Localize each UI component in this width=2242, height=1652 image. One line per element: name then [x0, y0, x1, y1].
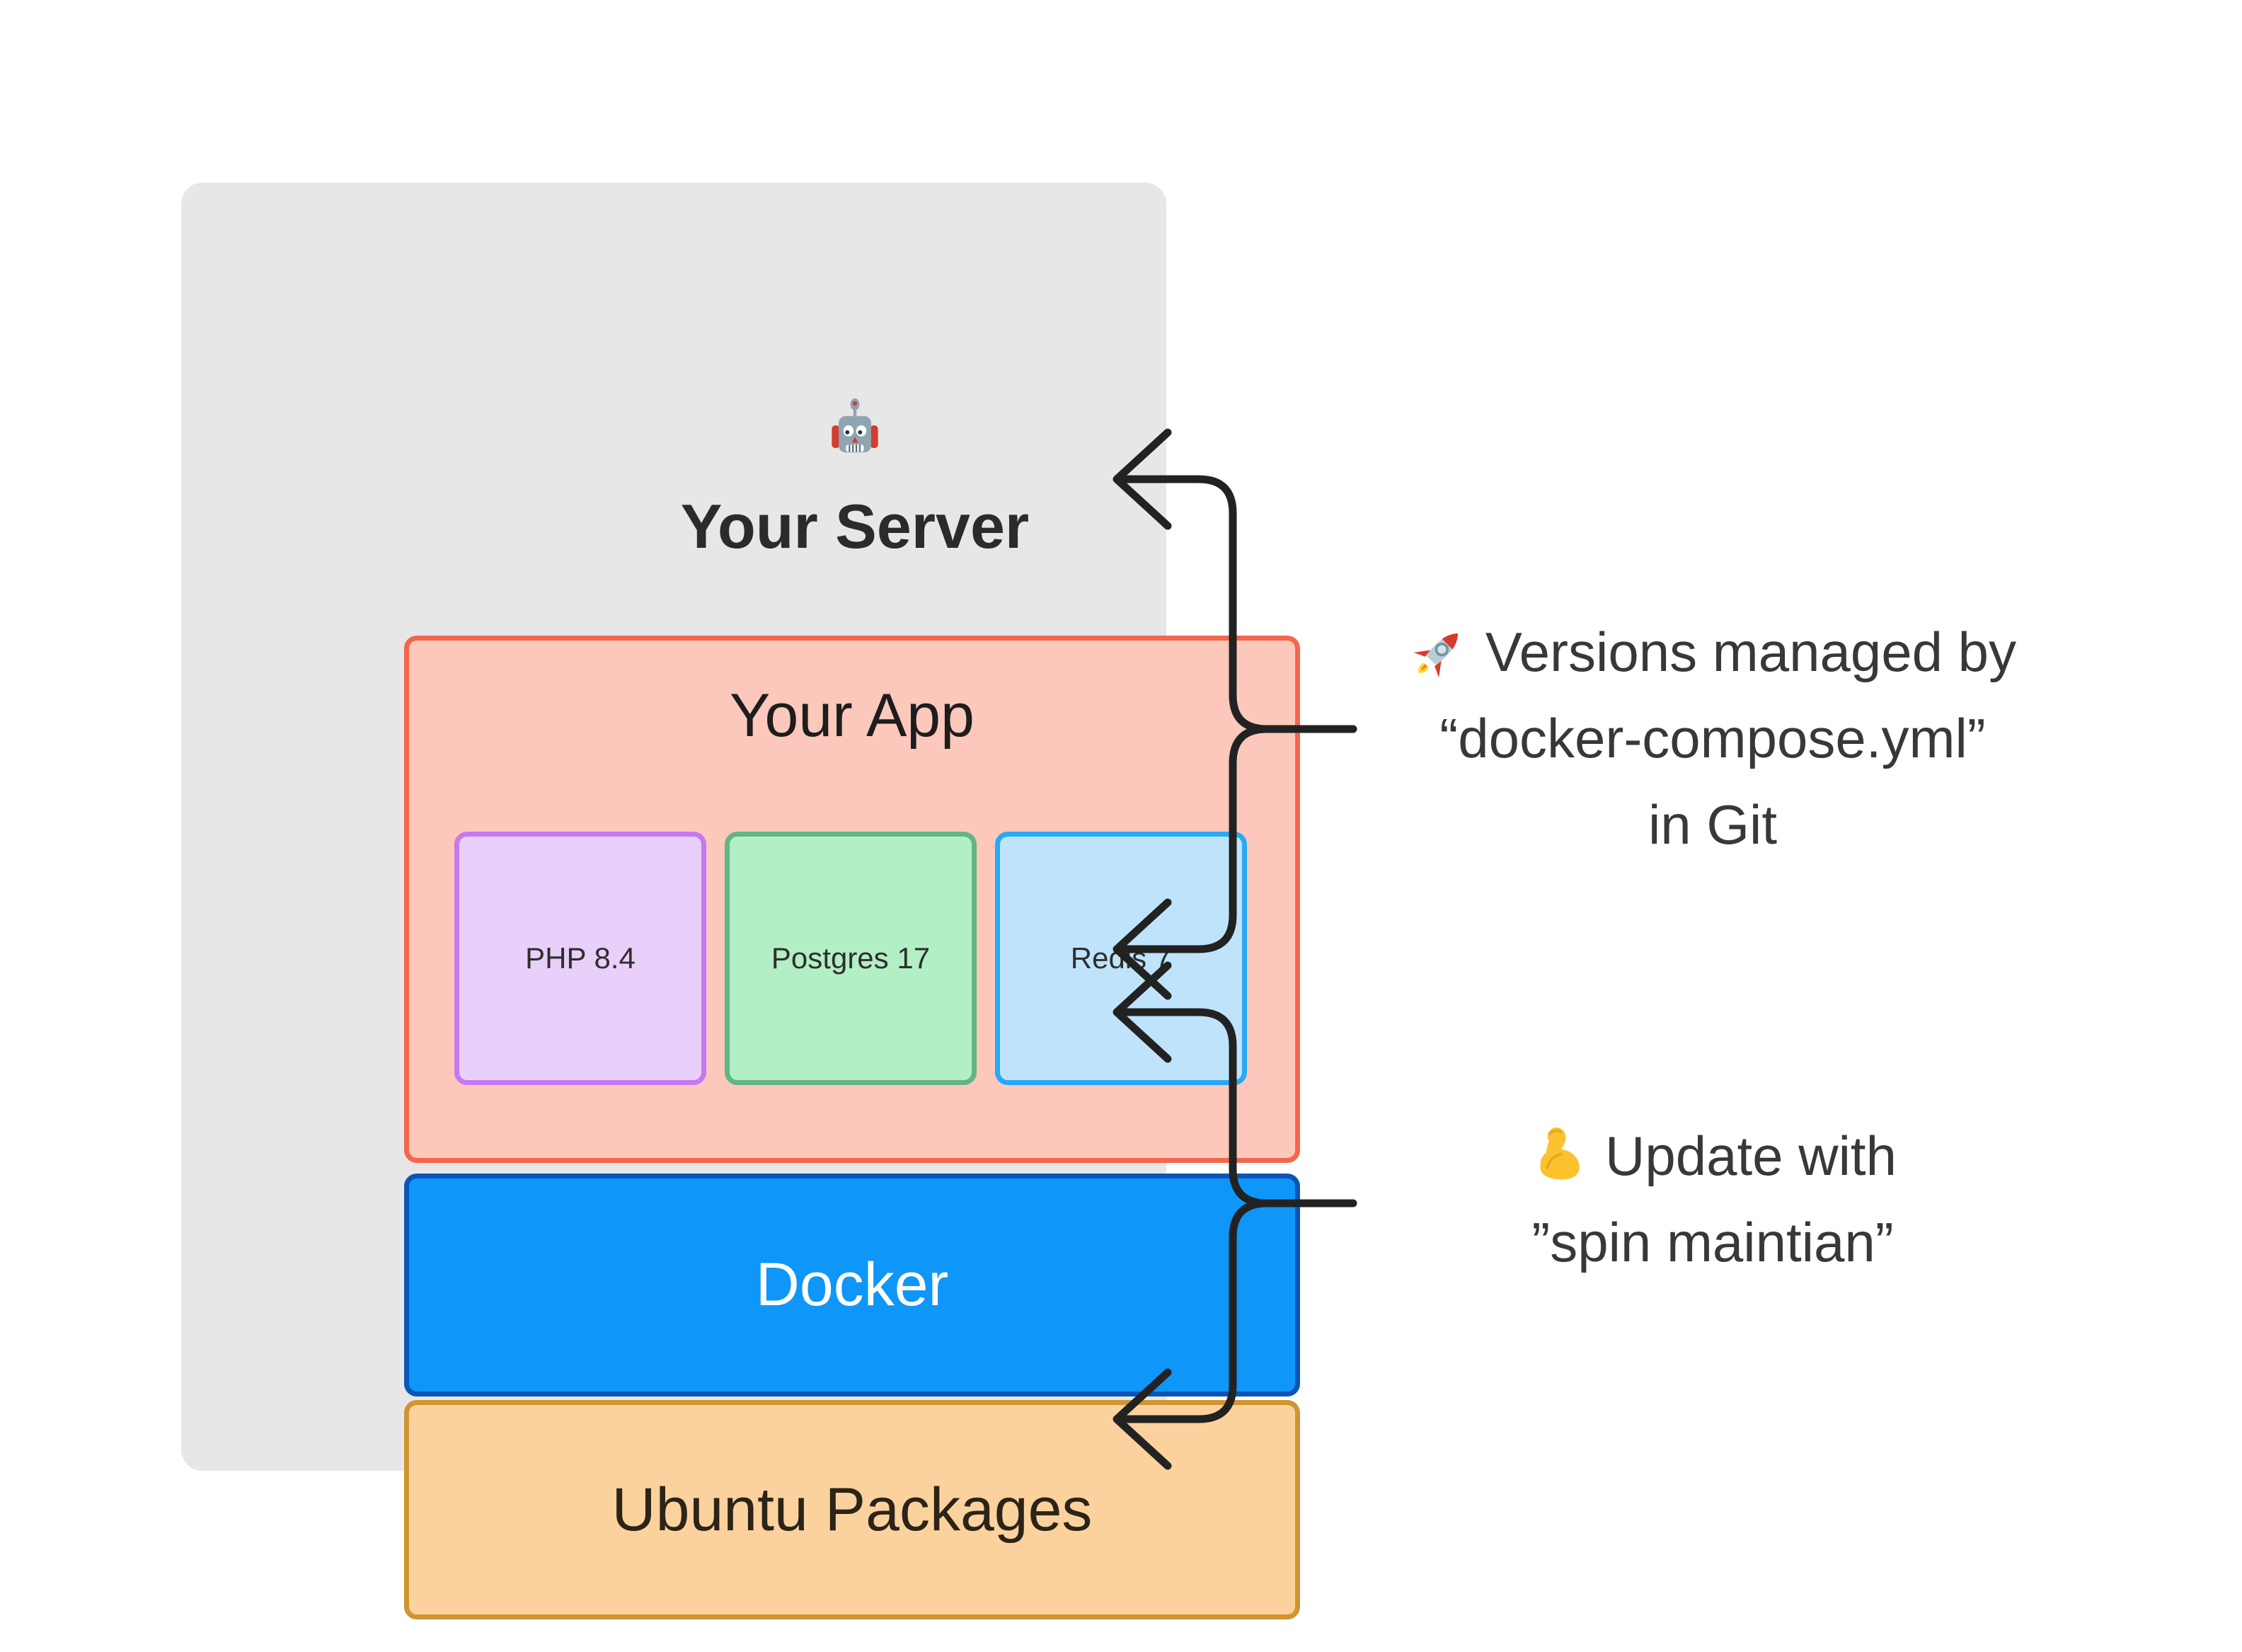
- annotation-versions-line1: Versions managed by: [1323, 609, 2102, 695]
- ubuntu-box: Ubuntu Packages: [404, 1400, 1300, 1619]
- ubuntu-label: Ubuntu Packages: [611, 1475, 1093, 1544]
- annotation-versions-line3: in Git: [1323, 781, 2102, 868]
- app-title: Your App: [730, 682, 975, 750]
- robot-icon: [832, 398, 878, 453]
- muscle-icon: [1540, 1127, 1580, 1180]
- annotation-versions: Versions managed by “docker-compose.yml”…: [1323, 609, 2102, 868]
- annotation-versions-text1: Versions managed by: [1485, 621, 2017, 683]
- service-postgres-label: Postgres 17: [771, 941, 931, 975]
- service-php-label: PHP 8.4: [525, 941, 636, 975]
- annotation-update-line2: ”spin maintian”: [1323, 1199, 2102, 1285]
- annotation-update: Update with ”spin maintian”: [1323, 1113, 2102, 1285]
- annotation-update-text1: Update with: [1605, 1125, 1897, 1187]
- annotation-update-line1: Update with: [1323, 1113, 2102, 1199]
- annotation-versions-text2: “docker-compose.yml”: [1439, 707, 1986, 769]
- server-title: Your Server: [680, 491, 1030, 561]
- annotation-versions-line2: “docker-compose.yml”: [1323, 695, 2102, 781]
- annotation-versions-text3: in Git: [1648, 793, 1778, 856]
- annotation-update-text2: ”spin maintian”: [1531, 1211, 1894, 1273]
- server-container: Your Server Your App PHP 8.4 Postgres 17…: [181, 183, 1300, 1619]
- service-redis-label: Redis 7: [1070, 941, 1172, 975]
- docker-box: Docker: [404, 1174, 1300, 1396]
- rocket-icon: [1413, 633, 1459, 678]
- service-redis: Redis 7: [995, 832, 1247, 1085]
- docker-label: Docker: [755, 1251, 949, 1319]
- service-php: PHP 8.4: [454, 832, 706, 1085]
- app-box: Your App PHP 8.4 Postgres 17 Redis 7: [404, 636, 1300, 1163]
- service-postgres: Postgres 17: [725, 832, 977, 1085]
